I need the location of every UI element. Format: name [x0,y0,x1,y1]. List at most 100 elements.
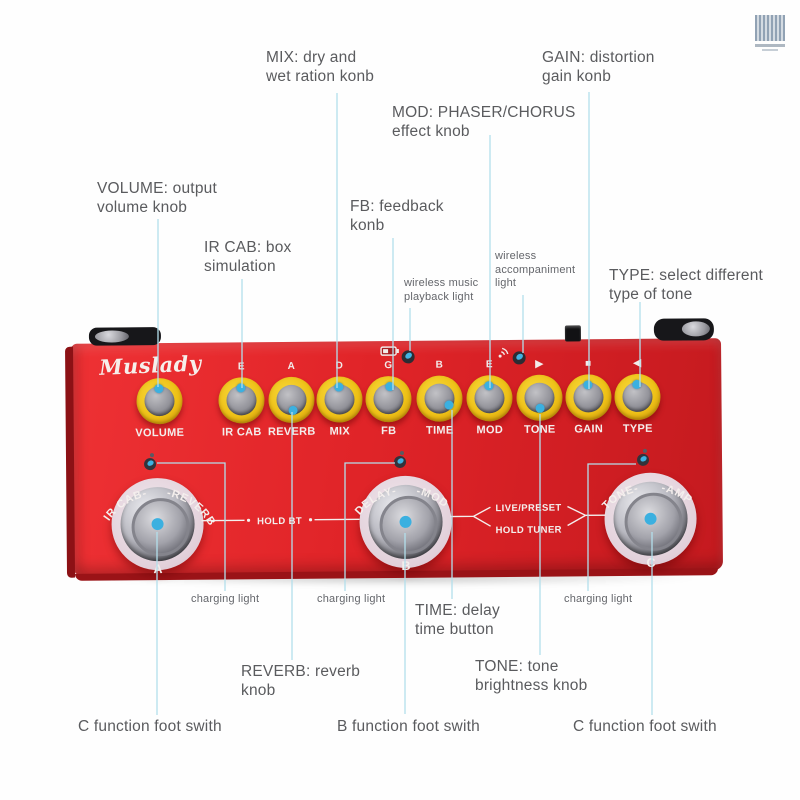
callout-mix: MIX: dry and wet ration konb [266,48,374,86]
hold-bt-dot-left [246,518,251,522]
callout-charging-c-text: charging light [564,593,633,605]
callout-foot-c: C function foot swith [573,717,717,736]
knob-indicator [444,400,454,410]
callout-reverb: REVERB: reverb knob [241,662,360,700]
footswitch-b-led [394,450,407,468]
knob-tone: ▶ TONE [516,359,563,436]
knob-tag: E [485,359,493,371]
jack-barrel [94,330,129,343]
callout-type-line1: TYPE: select different [609,267,764,284]
footswitch-b [359,475,452,569]
knob-indicator [535,403,545,413]
callout-ircab-line2: simulation [204,258,276,275]
knob-indicator [583,380,593,390]
knob-tag: A [287,360,295,372]
callout-mod-line2: effect knob [392,123,470,140]
callout-tone-line1: TONE: tone [475,658,559,675]
callout-charging-b-text: charging light [317,593,386,605]
watermark-logo [754,15,786,51]
audio-jack-right [653,318,714,341]
footswitch-c-led [637,448,650,466]
callout-mod: MOD: PHASER/CHORUS effect knob [392,103,576,141]
knob-indicator [236,383,246,393]
knob-label: VOLUME [135,426,185,440]
footswitch-indicator [644,512,657,525]
callout-reverb-line1: REVERB: reverb [241,663,361,680]
brand-logo: Muslady [98,350,203,380]
watermark-text-line [755,44,785,47]
fork-left-upper [450,506,491,518]
watermark-image [755,15,785,41]
knob-mod: E MOD [466,359,513,436]
callout-wireless-music-line2: playback light [404,290,474,303]
hold-bt-label: HOLD BT [257,516,302,527]
knob-indicator [288,405,298,415]
knob-volume: VOLUME [135,377,184,439]
knob-indicator [484,381,494,391]
callout-wireless-acc: wireless accompaniment light [495,250,575,291]
callout-charging-c: charging light [564,593,632,607]
callout-gain: GAIN: distortion gain konb [542,48,655,86]
callout-time-line1: TIME: delay [415,602,500,619]
callout-foot-a-text: C function foot swith [78,718,222,735]
callout-mix-line2: wet ration konb [266,68,375,85]
callout-volume-line1: VOLUME: output [97,180,217,197]
callout-gain-line2: gain konb [542,68,612,85]
callout-fb-line1: FB: feedback [350,198,444,215]
knob-gain: ■ GAIN [565,358,612,435]
callout-foot-b: B function foot swith [337,717,480,736]
knob-ircab: E IR CAB [218,361,265,439]
callout-reverb-line2: knob [241,682,276,699]
knob-tag: D [335,360,343,372]
knob-indicator [334,382,344,392]
knob-tag: E [237,361,245,373]
wireless-signal-icon [498,347,509,358]
knob-indicator [632,379,642,389]
callout-volume: VOLUME: output volume knob [97,179,217,217]
watermark-text-line2 [762,48,778,51]
callout-charging-a: charging light [191,593,259,607]
fork-right-upper [567,505,606,517]
live-preset-label: LIVE/PRESET [495,503,561,515]
footswitch-indicator [399,515,412,528]
callout-type-line2: type of tone [609,286,693,303]
callout-wireless-acc-line1: wireless [495,250,537,262]
knob-tag: ■ [585,358,592,370]
knob-indicator [385,382,395,392]
hold-tuner-label: HOLD TUNER [496,525,562,537]
callout-foot-b-text: B function foot swith [337,718,480,735]
callout-fb-line2: konb [350,217,385,234]
knob-tag: ◀ [633,357,642,369]
callout-wireless-music: wireless music playback light [404,277,478,304]
callout-time: TIME: delay time button [415,601,500,639]
knob-tag: G [384,360,393,372]
pedal-body: Muslady VOLUME E IR CAB A REVERB D MIX [71,318,723,576]
fork-left-lower [473,515,491,527]
knob-tag: ▶ [535,358,544,370]
callout-tone-line2: brightness knob [475,677,588,694]
callout-gain-line1: GAIN: distortion [542,49,655,66]
callout-foot-c-text: C function foot swith [573,718,717,735]
callout-wireless-acc-line2: accompaniment [495,263,576,276]
knob-mix: D MIX [316,360,363,438]
footswitch-c [604,472,697,566]
callout-tone: TONE: tone brightness knob [475,657,587,695]
callout-fb: FB: feedback konb [350,197,444,235]
callout-type: TYPE: select different type of tone [609,266,763,304]
callout-ircab-line1: IR CAB: box [204,239,292,256]
knob-type: ◀ TYPE [614,358,661,435]
callout-charging-a-text: charging light [191,593,260,605]
callout-volume-line2: volume knob [97,199,188,216]
knob-time: B TIME [416,360,463,437]
audio-jack-left [88,327,162,346]
knob-tag: B [435,359,443,371]
power-switch [564,325,581,342]
knob-fb: G FB [365,360,412,437]
callout-wireless-music-line1: wireless music [404,277,479,289]
battery-icon [380,346,399,356]
callout-foot-a: C function foot swith [78,717,222,736]
callout-charging-b: charging light [317,593,385,607]
footswitch-a-led [144,453,157,471]
footswitch-a [111,477,204,571]
